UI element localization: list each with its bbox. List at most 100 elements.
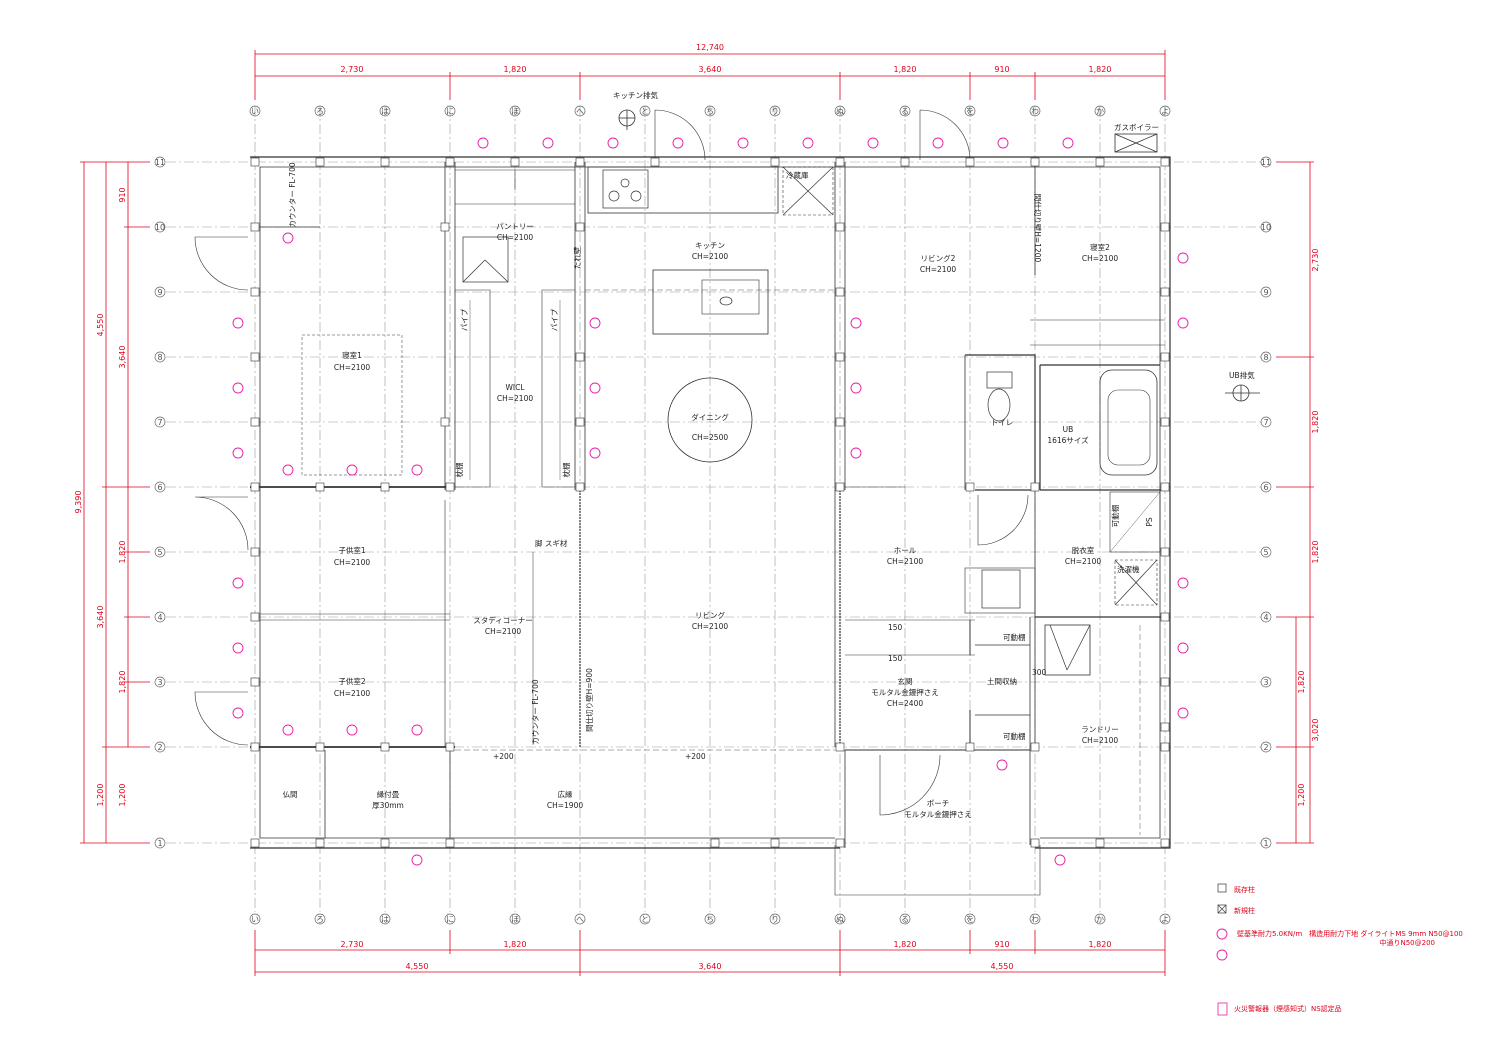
kitchen-exhaust-label: キッチン排気	[613, 90, 658, 100]
room-engawa: 広縁	[558, 789, 573, 799]
room-ch: CH=2100	[887, 557, 923, 566]
dim-text: 3,640	[699, 962, 722, 971]
grid-row-label: 2	[1263, 743, 1268, 752]
legend: 既存柱 新規柱 壁基準耐力5.0KN/m 構造用耐力下地 ダイライトMS 9mm…	[1216, 883, 1463, 1016]
grid-col-label: り	[771, 107, 779, 116]
grid-col-label: か	[1096, 915, 1104, 924]
walls	[250, 156, 1171, 896]
legend-wall-2: 中通りN50@200	[1379, 938, 1435, 947]
grid-row-label: 11	[1261, 158, 1271, 167]
columns	[250, 157, 1170, 848]
partition-label: 間仕切り壁H=1200	[1033, 194, 1043, 263]
dimension-lines	[80, 50, 1314, 976]
room-doma: 土間収納	[987, 676, 1017, 686]
dim-text: 2,730	[1311, 249, 1320, 272]
room-porch-finish: モルタル金鏝押さえ	[904, 809, 972, 819]
legend-existing: 既存柱	[1234, 885, 1255, 894]
grid-col-label: わ	[1031, 915, 1039, 924]
step-label: +200	[685, 752, 706, 761]
shelf-label: 可動棚	[1110, 505, 1120, 528]
grid-col-label: に	[446, 107, 454, 116]
room-study: スタディコーナー	[473, 615, 532, 625]
room-bedroom2: 寝室2	[1090, 242, 1110, 252]
room-butsuma: 仏間	[283, 790, 298, 799]
smoke-alarm-icon	[1217, 1002, 1228, 1016]
legend-new: 新規柱	[1234, 906, 1255, 915]
grid-row-label: 8	[157, 353, 162, 362]
ps-label: PS	[1145, 517, 1154, 527]
dim-text: 3,640	[96, 606, 105, 629]
room-dining-ch: CH=2500	[692, 433, 728, 442]
shelf-label: 枕棚	[454, 463, 464, 478]
shelf-label: 枕棚	[561, 463, 571, 478]
dim-text: 1,820	[894, 65, 917, 74]
counter-label: カウンター FL-700	[531, 679, 540, 744]
grid-col-label: へ	[576, 107, 584, 116]
gas-boiler-icon	[1114, 133, 1158, 153]
dim-text: 1,200	[1297, 784, 1306, 807]
shelf-label: 可動棚	[1003, 632, 1026, 642]
room-toilet: トイレ	[991, 418, 1014, 427]
grid-lines	[166, 106, 1262, 912]
room-ch: CH=2100	[334, 558, 370, 567]
room-ch: CH=2100	[920, 265, 956, 274]
dim-text: 2,730	[341, 65, 364, 74]
grid-col-label: は	[381, 915, 389, 924]
legend-wall: 壁基準耐力5.0KN/m 構造用耐力下地 ダイライトMS 9mm N50@100	[1237, 929, 1463, 938]
dim-text: 2,730	[341, 940, 364, 949]
grid-col-label: は	[381, 107, 389, 116]
dim-text: 1,820	[1311, 541, 1320, 564]
dim-total-height: 9,390	[74, 491, 83, 514]
grid-col-label: と	[641, 915, 649, 924]
grid-col-label: に	[446, 915, 454, 924]
grid-col-label: と	[641, 107, 649, 116]
legend-alarm: 火災警報器（煙感知式）NS認定品	[1234, 1004, 1342, 1013]
room-ch: CH=2100	[334, 363, 370, 372]
dim-label: 150	[888, 654, 903, 663]
grid-col-label: い	[251, 107, 259, 116]
wall-strength-icon	[1216, 928, 1228, 940]
grid-col-label: ぬ	[836, 107, 844, 116]
fridge-label: 冷蔵庫	[786, 170, 809, 180]
grid-col-label: ろ	[316, 107, 324, 116]
dim-text: 3,640	[699, 65, 722, 74]
grid-row-label: 10	[155, 223, 165, 232]
dim-text: 4,550	[406, 962, 429, 971]
grid-row-label: 7	[1263, 418, 1268, 427]
room-tatami: 縁付畳	[377, 789, 400, 799]
room-dressing: 脱衣室	[1072, 545, 1095, 555]
grid-col-label: る	[901, 915, 909, 924]
dim-text: 1,820	[118, 541, 127, 564]
shelf-label: 可動棚	[1003, 731, 1026, 741]
room-ub: UB	[1063, 425, 1074, 434]
room-tatami-thk: 厚30mm	[372, 801, 404, 810]
dim-text: 910	[994, 940, 1009, 949]
room-ch: CH=2100	[497, 233, 533, 242]
grid-col-label: か	[1096, 107, 1104, 116]
grid-row-label: 11	[155, 158, 165, 167]
dim-text: 1,820	[1297, 671, 1306, 694]
grid-col-label: ぬ	[836, 915, 844, 924]
dim-text: 1,820	[1089, 940, 1112, 949]
room-ch: CH=2100	[485, 627, 521, 636]
new-column-icon	[1217, 904, 1227, 914]
grid-row-label: 8	[1263, 353, 1268, 362]
dim-text: 1,820	[1089, 65, 1112, 74]
wall-strength-markers	[232, 137, 1189, 866]
room-engawa-ch: CH=1900	[547, 801, 583, 810]
room-kids1: 子供室1	[338, 545, 365, 555]
doors	[194, 109, 1029, 816]
grid-row-label: 2	[157, 743, 162, 752]
pipe-label: パイプ	[460, 308, 469, 331]
grid-col-label: を	[966, 915, 974, 924]
dim-text: 1,820	[894, 940, 917, 949]
room-ch: CH=2100	[692, 622, 728, 631]
grid-col-label: ち	[706, 915, 714, 924]
grid-row-label: 7	[157, 418, 162, 427]
dim-text: 3,640	[118, 346, 127, 369]
grid-row-label: 5	[157, 548, 162, 557]
hanging-wall-label: たれ壁	[572, 246, 582, 269]
dim-text: 4,550	[991, 962, 1014, 971]
dim-text: 1,200	[118, 784, 127, 807]
